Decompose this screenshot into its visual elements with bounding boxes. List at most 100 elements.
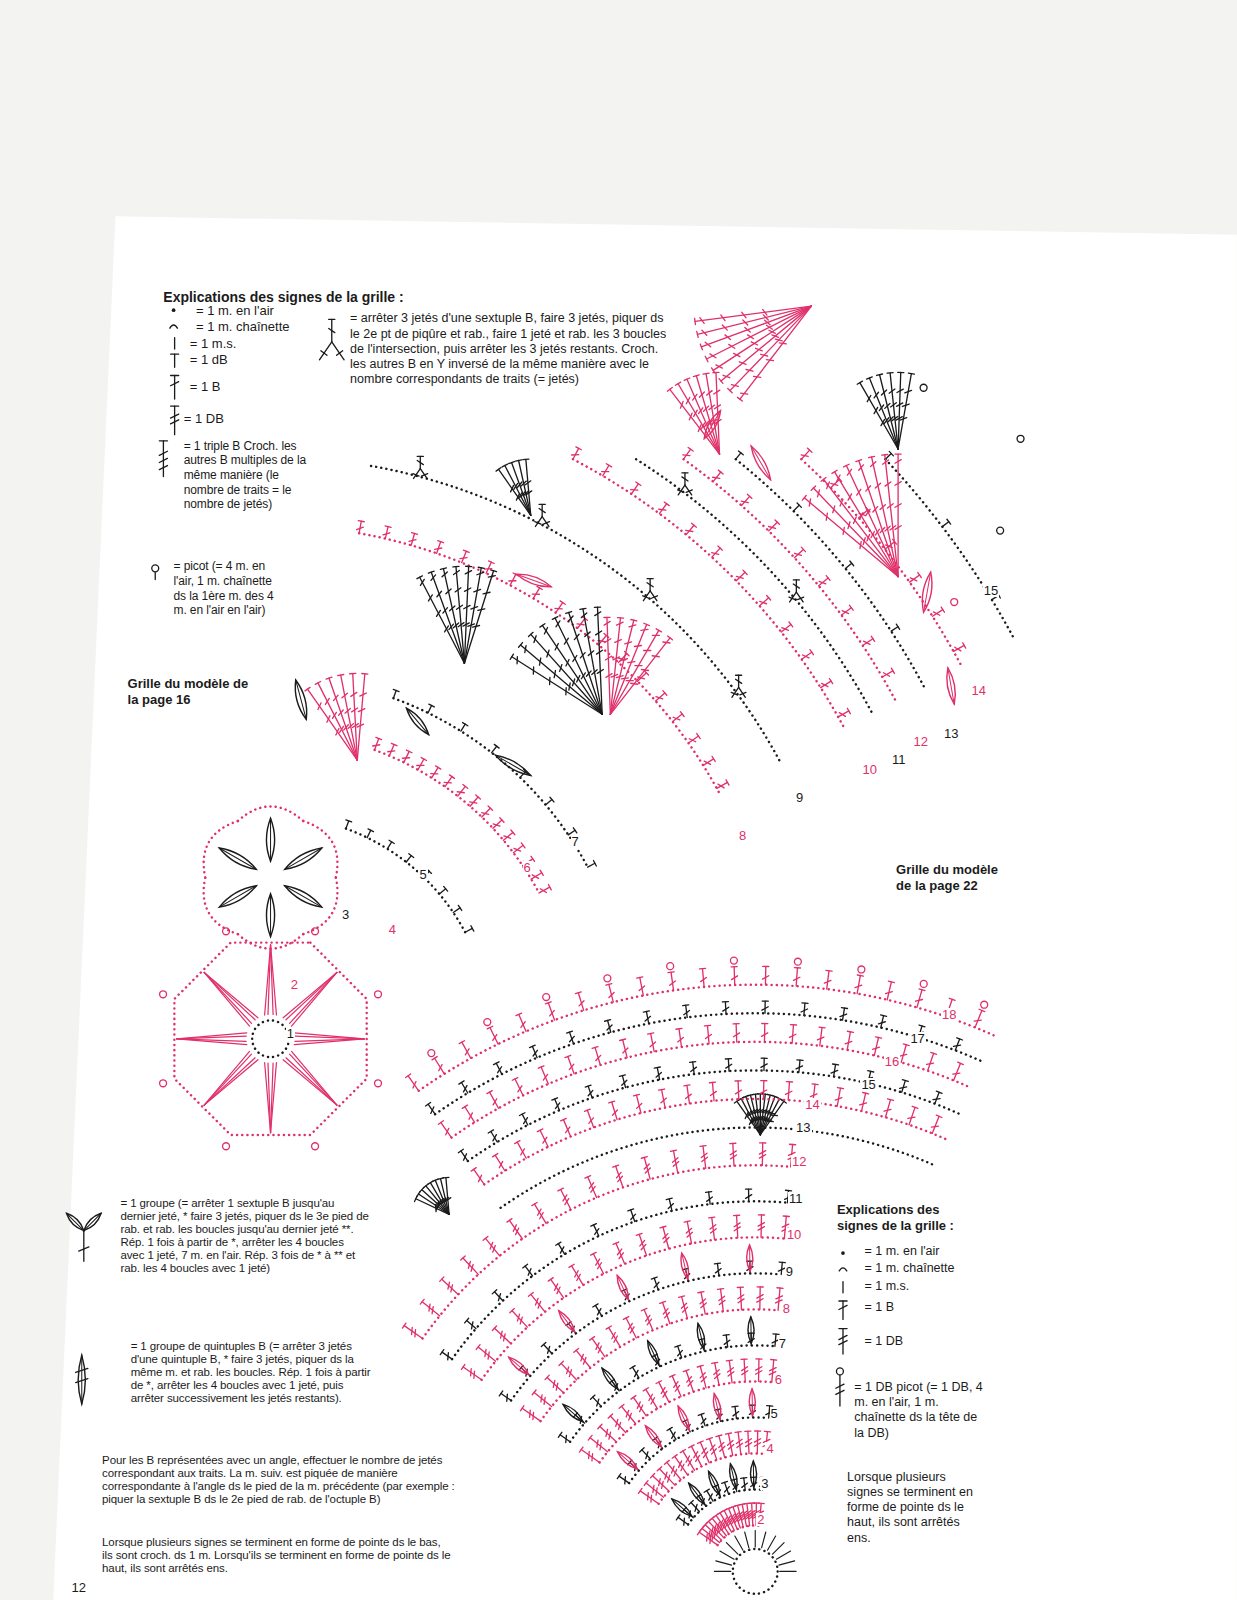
stitch-stroke [796, 592, 803, 602]
stitch-stroke [804, 1003, 805, 1015]
stitch-stroke [578, 993, 583, 1011]
stitch-stroke [701, 1292, 705, 1314]
stitch-stroke [615, 640, 622, 643]
stitch-stroke [736, 576, 743, 578]
stitch-stroke [707, 391, 713, 396]
stitch-stroke [535, 1204, 547, 1223]
stitch-stroke [387, 842, 391, 849]
stitch-stroke [523, 1264, 528, 1268]
stitch-stroke [634, 1094, 640, 1095]
stitch-stroke [736, 675, 742, 676]
stitch-stroke [482, 808, 491, 817]
stitch-stroke [375, 738, 379, 750]
stitch-stroke [801, 455, 808, 457]
stitch-stroke [501, 1331, 503, 1338]
stitch-stroke [219, 886, 256, 907]
stitch-stroke [471, 607, 478, 609]
stitch-stroke [688, 447, 693, 451]
stitch-stroke [516, 1228, 519, 1234]
stitch-stroke [699, 968, 705, 970]
stitch-stroke [756, 1367, 762, 1370]
stitch-stroke [644, 671, 648, 675]
stitch-stroke [457, 605, 463, 609]
stitch-stroke [283, 1060, 337, 1105]
stitch-stroke [294, 1033, 364, 1039]
stitch-stroke [715, 1374, 720, 1379]
stitch-stroke [474, 1169, 485, 1184]
stitch-stroke [744, 1359, 745, 1381]
stitch-stroke [630, 1327, 634, 1333]
note: Lorsque plusieurs signes se terminent en… [102, 1536, 454, 1575]
stitch-stroke [296, 680, 307, 719]
stitch-stroke [640, 1448, 644, 1452]
stitch-stroke [954, 645, 965, 651]
chart-title: Grille du modèle de la page 16 [128, 676, 256, 708]
stitch-stroke [802, 652, 812, 659]
stitch-stroke [610, 630, 658, 714]
chain-row [451, 1042, 970, 1138]
stitch-stroke [540, 889, 546, 893]
stitch-stroke [83, 1231, 84, 1262]
stitch-stroke [550, 797, 554, 802]
stitch-stroke [730, 1464, 736, 1490]
stitch-stroke [501, 1393, 511, 1400]
stitch-stroke [769, 522, 778, 531]
stitch-stroke [539, 504, 545, 505]
stitch-stroke [881, 1015, 887, 1016]
stitch-stroke [591, 1252, 596, 1255]
stitch-stroke [503, 832, 512, 840]
stitch-stroke [428, 1104, 435, 1114]
stitch-stroke [942, 522, 949, 527]
leaf-group [648, 1341, 659, 1365]
stitch-stroke [490, 1028, 498, 1045]
stitch-stroke [442, 1279, 458, 1294]
stitch-stroke [881, 1016, 884, 1028]
stitch-stroke [611, 674, 618, 677]
stitch-stroke [839, 1341, 847, 1345]
stitch-stroke [584, 1109, 590, 1111]
stitch-stroke [617, 1474, 621, 1479]
stitch-stroke [321, 351, 327, 355]
stitch-stroke [645, 1426, 661, 1447]
stitch-stroke [444, 782, 451, 784]
stitch-stroke [742, 1367, 748, 1371]
stitch-stroke [842, 611, 849, 614]
stitch-stroke [889, 389, 895, 393]
stitch-stroke [683, 1518, 685, 1525]
stitch-stroke [713, 477, 720, 478]
stitch-stroke [847, 708, 850, 713]
stitch-stroke [426, 1102, 431, 1106]
stitch-stroke [525, 481, 531, 485]
leaf-group [697, 1323, 704, 1349]
stitch-stroke [544, 628, 547, 634]
stitch-stroke [896, 624, 899, 629]
stitch-stroke [552, 617, 557, 620]
stitch-stroke [688, 1459, 691, 1465]
stitch-stroke [573, 448, 579, 459]
stitch-stroke [532, 875, 538, 878]
stitch-stroke [682, 472, 688, 473]
stitch-stroke [447, 1353, 449, 1360]
stitch-stroke [560, 601, 565, 604]
stitch-stroke [735, 1080, 741, 1082]
stitch-stroke [616, 1420, 618, 1427]
stitch-stroke [881, 419, 885, 425]
stitch-stroke [590, 1438, 607, 1452]
stitch-stroke [804, 498, 898, 577]
stitch-stroke [587, 1110, 593, 1127]
stitch-stroke [663, 1227, 669, 1249]
stitch-stroke [513, 1225, 516, 1231]
stitch-stroke [689, 413, 692, 420]
stitch-stroke [636, 1233, 642, 1235]
stitch-stroke [712, 1362, 718, 1363]
stitch-stroke [668, 636, 673, 640]
stitch-stroke [639, 986, 644, 991]
stitch-stroke [759, 598, 768, 606]
stitch-stroke [504, 1334, 506, 1341]
stitch-stroke [613, 1242, 619, 1244]
stitch-stroke [896, 403, 902, 406]
stitch-stroke [678, 1350, 683, 1355]
stitch-stroke [761, 1033, 767, 1036]
stitch-stroke [576, 447, 581, 450]
stitch-stroke [887, 504, 893, 508]
